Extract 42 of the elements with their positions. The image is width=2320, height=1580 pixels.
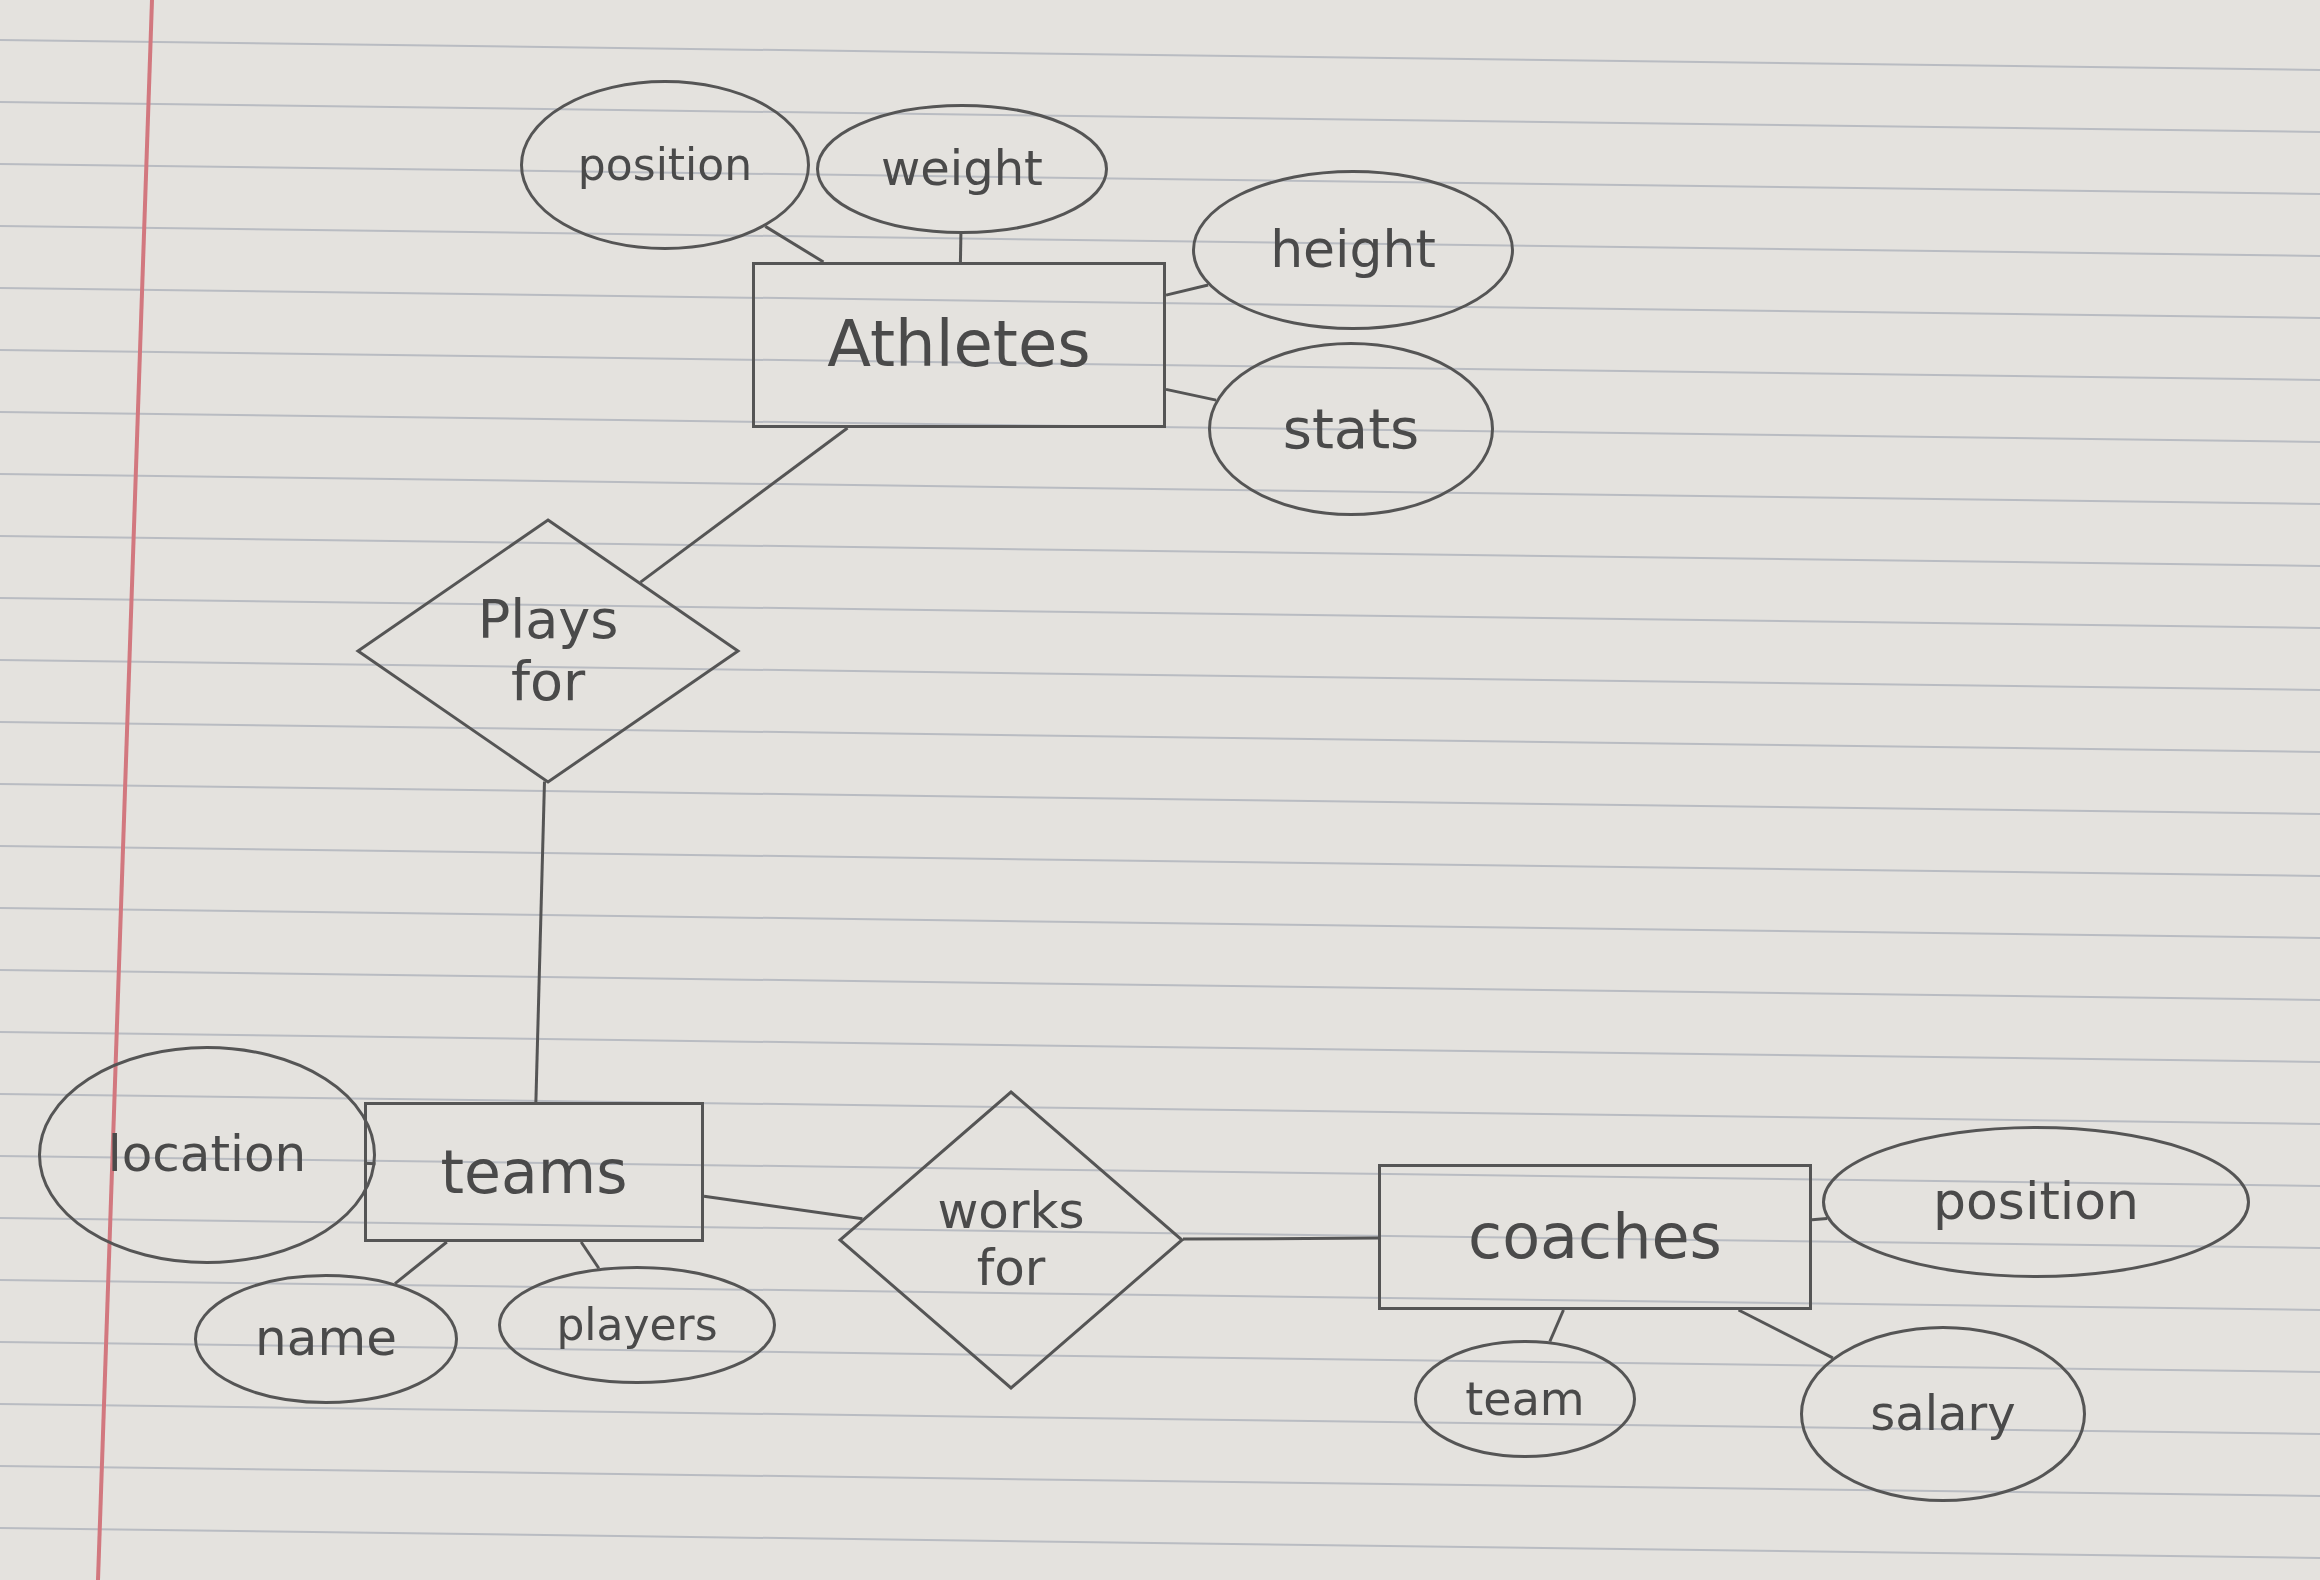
attribute-ellipse: [1800, 1326, 2086, 1502]
attribute-ellipse: [520, 80, 810, 250]
attribute-name: salary: [1870, 1386, 2016, 1442]
connector-line: [534, 781, 546, 1103]
entity-box: [364, 1102, 704, 1242]
attribute-name: players: [556, 1299, 718, 1351]
attribute-name: stats: [1282, 396, 1420, 462]
entity-name: coaches: [1468, 1201, 1722, 1273]
connector-line: [764, 225, 825, 264]
connector-line: [1165, 387, 1217, 402]
connector-line: [958, 233, 963, 263]
attribute-name: name: [255, 1310, 397, 1368]
attribute-name: team: [1465, 1372, 1585, 1426]
relationship-name: works for: [936, 1182, 1086, 1298]
attribute-ellipse: [1208, 342, 1494, 516]
connector-line: [1548, 1309, 1565, 1343]
connector-line: [1811, 1217, 1828, 1222]
entity-box: [1378, 1164, 1812, 1310]
attribute-name: height: [1270, 220, 1436, 280]
attribute-ellipse: [194, 1274, 458, 1404]
entity-name: Athletes: [827, 308, 1091, 382]
connector-line: [1165, 283, 1209, 297]
entity-name: teams: [440, 1137, 628, 1207]
attribute-name: position: [1933, 1172, 2139, 1232]
relationship-name: Plays for: [476, 588, 620, 714]
attribute-ellipse: [1414, 1340, 1636, 1458]
connector-line: [1182, 1236, 1378, 1241]
attribute-name: position: [577, 139, 753, 191]
attribute-name: weight: [881, 141, 1043, 197]
connector-line: [394, 1240, 448, 1285]
connector-line: [703, 1194, 863, 1221]
connector-line: [579, 1241, 601, 1270]
attribute-ellipse: [498, 1266, 776, 1384]
attribute-ellipse: [1192, 170, 1514, 330]
entity-box: [752, 262, 1166, 428]
attribute-ellipse: [38, 1046, 376, 1264]
connector-line: [1737, 1308, 1834, 1360]
connector-line: [639, 426, 849, 584]
attribute-ellipse: [1822, 1126, 2250, 1278]
attribute-ellipse: [816, 104, 1108, 234]
relationship-diamond: [356, 518, 740, 784]
relationship-diamond: [838, 1090, 1184, 1390]
